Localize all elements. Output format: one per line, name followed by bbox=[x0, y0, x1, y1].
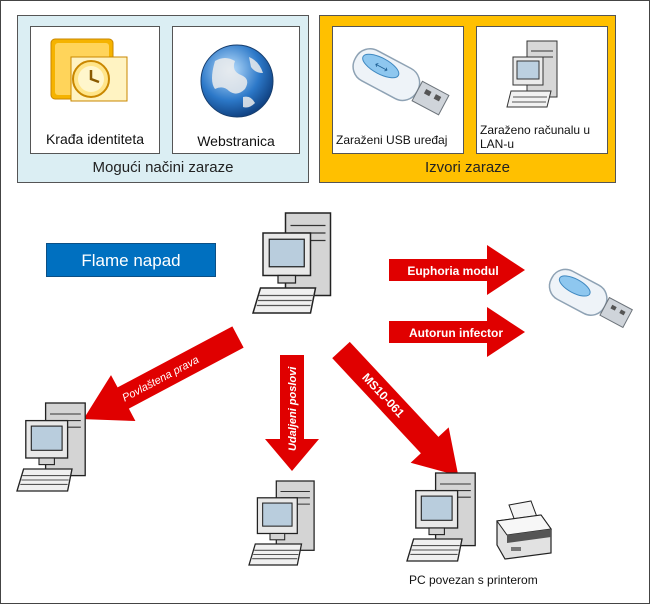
euphoria-arrow bbox=[389, 245, 525, 295]
bottom-computer-icon bbox=[248, 480, 315, 566]
usb-drive-icon: ⟷ bbox=[352, 48, 450, 116]
identity-theft-card: Krađa identiteta bbox=[30, 26, 160, 154]
lan-label-line1: Zaraženo računalu u bbox=[480, 123, 591, 137]
euphoria-label: Euphoria modul bbox=[407, 264, 498, 278]
usb-card: ⟷ Zaraženi USB uređaj bbox=[332, 26, 464, 154]
ms10-arrow bbox=[332, 341, 459, 476]
printer-caption: PC povezan s printerom bbox=[409, 573, 538, 587]
infection-sources-group: ⟷ Zaraženi USB uređaj Zaraženo računalu … bbox=[319, 15, 616, 183]
infection-methods-group: Krađa identiteta Webstranica Mogući nači… bbox=[17, 15, 309, 183]
privileges-arrow bbox=[83, 326, 244, 421]
flame-attack-title: Flame napad bbox=[46, 243, 216, 277]
lan-computer-icon bbox=[506, 40, 558, 108]
target-usb-icon bbox=[548, 268, 633, 329]
infection-methods-label: Mogući načini zaraze bbox=[92, 159, 234, 176]
printer-icon bbox=[496, 500, 552, 560]
lan-card: Zaraženo računalu u LAN-u bbox=[476, 26, 608, 154]
autorun-label: Autorun infector bbox=[409, 326, 503, 340]
left-computer-icon bbox=[16, 402, 86, 492]
remote-jobs-arrow bbox=[265, 355, 319, 471]
identity-theft-label: Krađa identiteta bbox=[45, 131, 145, 147]
autorun-arrow bbox=[389, 307, 525, 357]
infection-sources-label: Izvori zaraze bbox=[424, 159, 511, 176]
central-computer-icon bbox=[252, 212, 332, 314]
ms10-label: MS10-061 bbox=[359, 370, 407, 420]
printer-computer-icon bbox=[406, 472, 476, 562]
usb-label: Zaraženi USB uređaj bbox=[336, 133, 448, 147]
website-label: Webstranica bbox=[197, 133, 275, 149]
globe-icon bbox=[200, 44, 274, 118]
privileges-label: Povlaštena prava bbox=[120, 354, 201, 405]
lan-label-line2: LAN-u bbox=[480, 137, 515, 151]
website-card: Webstranica bbox=[172, 26, 300, 154]
remote-jobs-label: Udaljeni poslovi bbox=[287, 366, 299, 451]
outlook-icon bbox=[50, 38, 128, 102]
